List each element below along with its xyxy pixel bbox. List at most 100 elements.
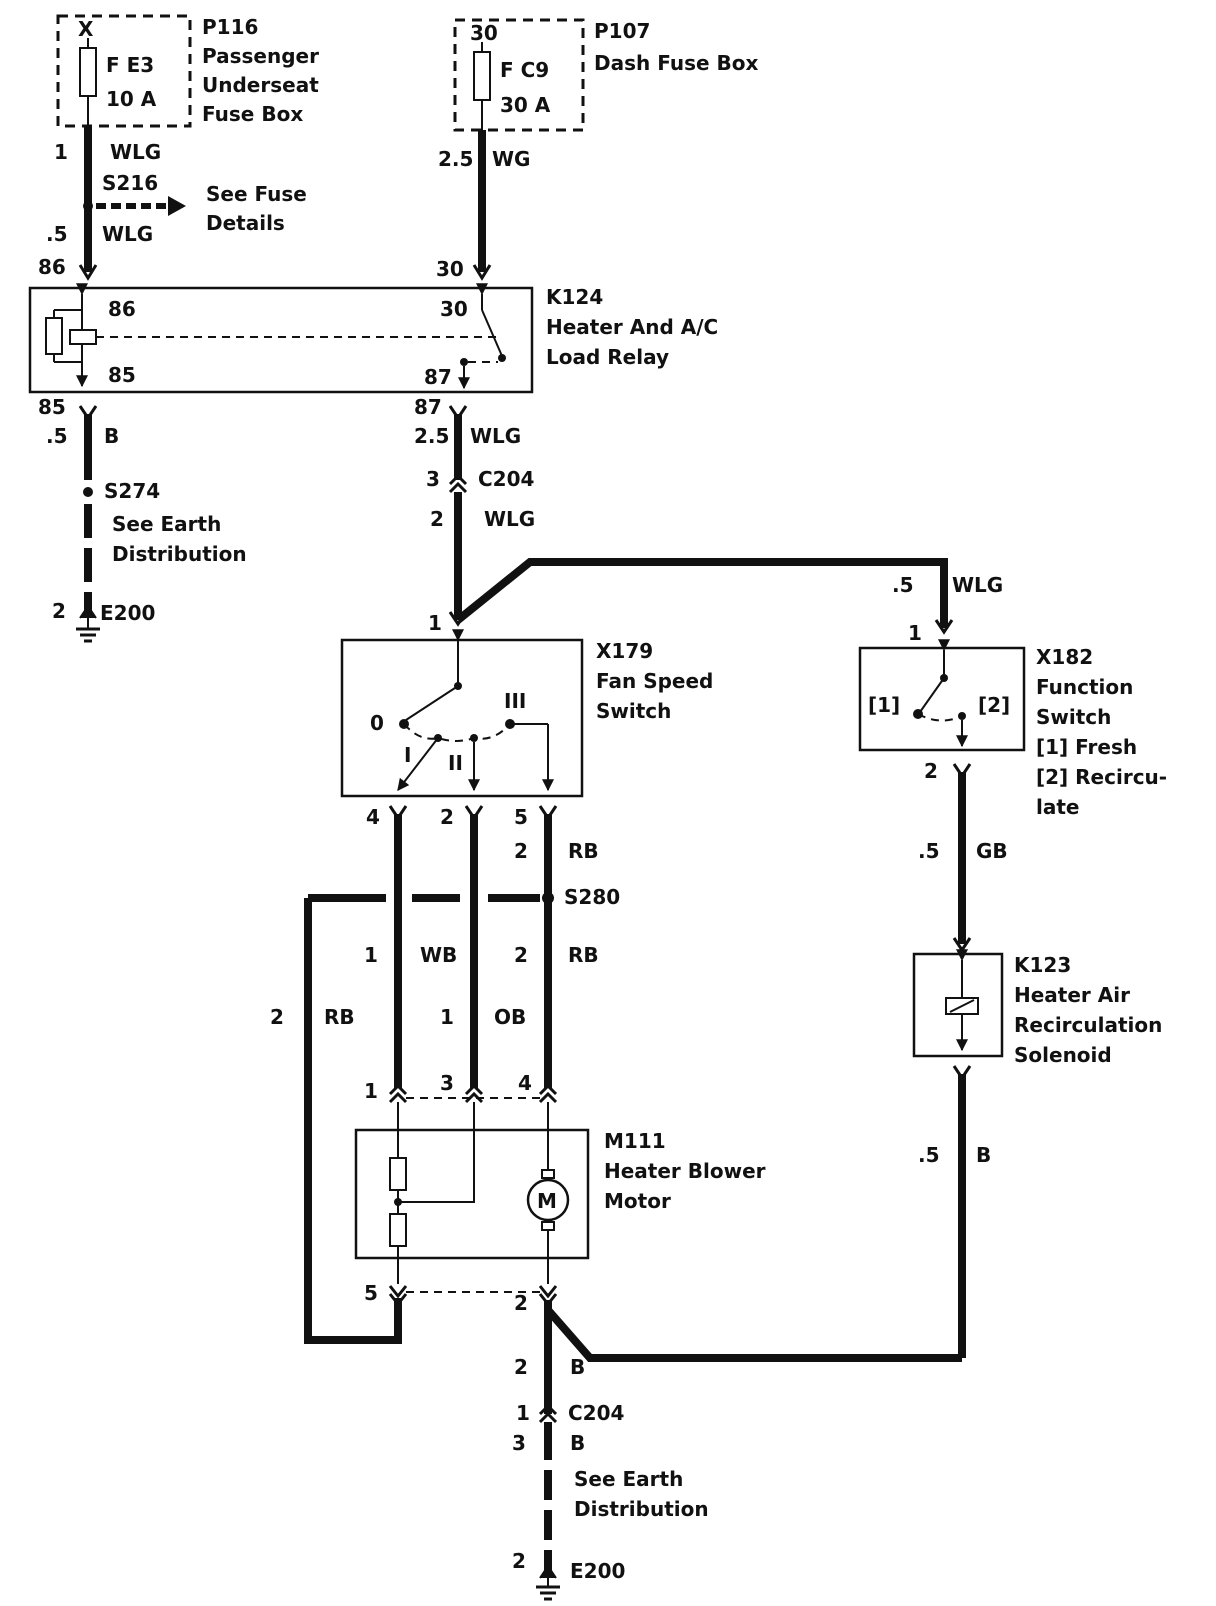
wire-p107-to-relay: [472, 130, 492, 281]
wire-p116-color: WLG: [110, 140, 161, 164]
motor-symbol: M: [537, 1189, 557, 1213]
fuse-p107-terminal: 30: [470, 21, 498, 45]
switch-x182: 1 [1] [2]: [858, 621, 1026, 752]
wire-gb-color: GB: [976, 839, 1008, 863]
s274-note-2: Distribution: [112, 542, 247, 566]
x182-legend-1: [1] Fresh: [1036, 735, 1137, 759]
wire-s280-motor-color: RB: [568, 943, 599, 967]
x179-pin-5: 5: [514, 805, 528, 829]
x179-pin-in: 1: [428, 611, 442, 635]
k123-name-3: Solenoid: [1014, 1043, 1112, 1067]
s274-note-1: See Earth: [112, 512, 221, 536]
wire-85-color: B: [104, 424, 119, 448]
x179-pos-3: III: [504, 689, 526, 713]
c204-lower-pin-b: 3: [512, 1431, 526, 1455]
wire-87-size: 2.5: [414, 424, 449, 448]
wire-p116-size: 1: [54, 140, 68, 164]
m111-pin-3: 3: [440, 1071, 454, 1095]
solenoid-k123: [912, 949, 1004, 1058]
x182-pos-1: [1]: [868, 693, 900, 717]
wire-85-pin: 85: [38, 395, 66, 419]
wire-p107-size: 2.5: [438, 147, 473, 171]
x179-name-2: Switch: [596, 699, 671, 723]
wire-func-size: .5: [892, 573, 914, 597]
motor-m111: M: [354, 1083, 590, 1307]
p116-label: P116: [202, 15, 258, 39]
k123-name-1: Heater Air: [1014, 983, 1130, 1007]
s216-note-1: See Fuse: [206, 182, 307, 206]
wire-s216-size: .5: [46, 222, 68, 246]
switch-x179: 1 0 I II III: [340, 611, 584, 798]
relay-pin-86: 86: [108, 297, 136, 321]
wire-pin4-size: 1: [364, 943, 378, 967]
x179-name-1: Fan Speed: [596, 669, 713, 693]
c204-upper-label: C204: [478, 467, 534, 491]
p116-name-3: Fuse Box: [202, 102, 303, 126]
c204-lower-color: B: [570, 1431, 585, 1455]
relay-pin-85: 85: [108, 363, 136, 387]
wire-87-color: WLG: [470, 424, 521, 448]
x179-pos-1: I: [404, 743, 411, 767]
wire-pin5-color: RB: [568, 839, 599, 863]
m111-name-2: Motor: [604, 1189, 671, 1213]
relay-pin-30: 30: [440, 297, 468, 321]
wire-c204-fan-color: WLG: [484, 507, 535, 531]
x182-pos-2: [2]: [978, 693, 1010, 717]
k124-label: K124: [546, 285, 603, 309]
k123-label: K123: [1014, 953, 1071, 977]
fuse-box-p116: X F E3 10 A: [56, 14, 192, 128]
m111-pin-1: 1: [364, 1079, 378, 1103]
wire-p107-pin: 30: [436, 257, 464, 281]
wire-pin4-color: WB: [420, 943, 457, 967]
wire-p116-to-relay: [78, 126, 186, 281]
p116-name-2: Underseat: [202, 73, 319, 97]
x179-pin-4: 4: [366, 805, 380, 829]
c204-lower-pin-a: 1: [516, 1401, 530, 1425]
fan-switch-output-wires: [304, 805, 558, 1344]
fuse-p116-rating: 10 A: [106, 87, 157, 111]
p116-name-1: Passenger: [202, 44, 319, 68]
x182-legend-2: [2] Recircu-: [1036, 765, 1167, 789]
fuse-p116-terminal: X: [78, 17, 94, 41]
x182-pin-out: 2: [924, 759, 938, 783]
x179-pin-2: 2: [440, 805, 454, 829]
x179-pos-0: 0: [370, 711, 384, 735]
wire-sol-color: B: [976, 1143, 991, 1167]
wire-87-pin: 87: [414, 395, 442, 419]
m111-name-1: Heater Blower: [604, 1159, 766, 1183]
wire-p107-color: WG: [492, 147, 530, 171]
fuse-p107-id: F C9: [500, 58, 549, 82]
wire-pin2-color: OB: [494, 1005, 526, 1029]
c204-upper-pin: 3: [426, 467, 440, 491]
wire-gb-size: .5: [918, 839, 940, 863]
wire-s280-motor-size: 2: [514, 943, 528, 967]
wire-earth-color: B: [570, 1355, 585, 1379]
wire-c204-fan-size: 2: [430, 507, 444, 531]
wire-func-color: WLG: [952, 573, 1003, 597]
wire-pin2-size: 1: [440, 1005, 454, 1029]
k124-name-1: Heater And A/C: [546, 315, 718, 339]
splice-s274-label: S274: [104, 479, 160, 503]
wire-pin5-size: 2: [514, 839, 528, 863]
earth-bottom-label: E200: [570, 1559, 625, 1583]
wire-motor-to-earth: [536, 1300, 560, 1601]
wire-loop-color: RB: [324, 1005, 355, 1029]
x179-pos-2: II: [448, 751, 463, 775]
p107-label: P107: [594, 19, 650, 43]
wire-relay-87-to-fan: [448, 405, 954, 635]
relay-pin-87: 87: [424, 365, 452, 389]
m111-pin-4: 4: [518, 1071, 532, 1095]
p107-name: Dash Fuse Box: [594, 51, 759, 75]
fuse-p116-id: F E3: [106, 53, 154, 77]
earth-bottom-pin: 2: [512, 1549, 526, 1573]
c204-lower-label: C204: [568, 1401, 624, 1425]
x182-name-2: Switch: [1036, 705, 1111, 729]
splice-s216-label: S216: [102, 171, 158, 195]
wire-sol-size: .5: [918, 1143, 940, 1167]
fuse-p107-rating: 30 A: [500, 93, 551, 117]
x182-pin-in: 1: [908, 621, 922, 645]
wire-earth-size: 2: [514, 1355, 528, 1379]
s216-note-2: Details: [206, 211, 285, 235]
m111-pin-2: 2: [514, 1291, 528, 1315]
